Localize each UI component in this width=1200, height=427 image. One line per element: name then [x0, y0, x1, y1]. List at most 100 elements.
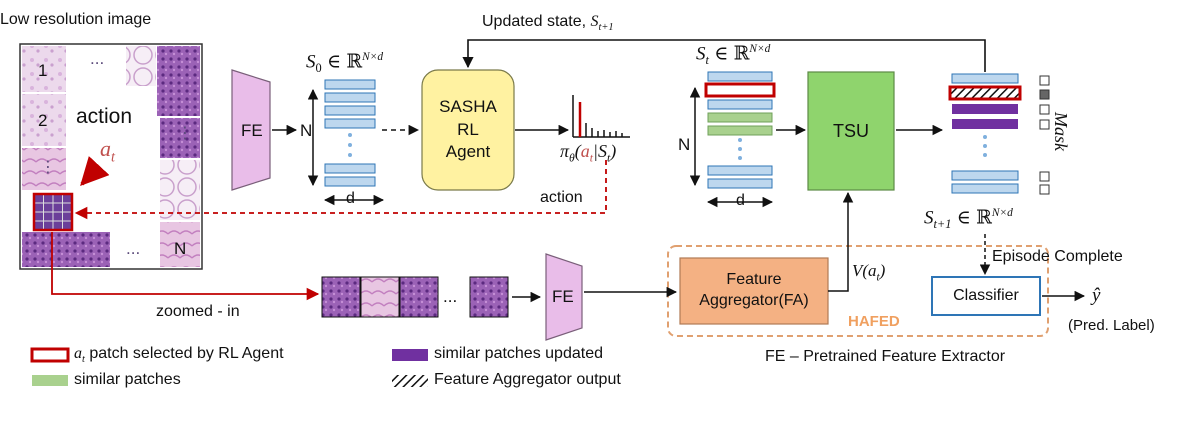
action-arrow-label: action	[540, 189, 583, 206]
st-ellipsis-dot	[738, 138, 742, 142]
classifier-box	[931, 276, 1041, 316]
tissue-tile-bottom-right	[160, 222, 200, 267]
tile-vdots-right: ⋮	[177, 125, 193, 142]
at-label: at	[100, 136, 115, 166]
at-pointer-arrow	[80, 156, 110, 187]
policy-label: πθ(at|St)	[560, 141, 617, 165]
st1-patch	[951, 73, 1019, 84]
st1-label: St+1 ∈ ℝN×d	[924, 207, 1013, 232]
feature-aggregator-box	[679, 257, 829, 325]
zoom-patch	[360, 276, 400, 318]
s0-patch	[324, 105, 376, 116]
s0-label: S0 ∈ ℝN×d	[306, 51, 384, 76]
legend-text-updated: similar patches updated	[434, 345, 603, 362]
n-label-left: N	[300, 121, 313, 140]
fe-label-1: FE	[241, 121, 263, 140]
tissue-tile-right-mid-b	[160, 160, 200, 220]
s0-ellipsis-dot	[348, 153, 352, 157]
low-res-title: Low resolution image	[0, 11, 152, 28]
tile-vdots-left: ⋮	[40, 159, 56, 176]
legend-text-aggregated: Feature Aggregator output	[434, 371, 621, 388]
v-at-label: V(at)	[852, 261, 886, 284]
s0-patch	[324, 118, 376, 129]
st1-updated-patch	[952, 119, 1018, 129]
fe-trapezoid-1	[231, 69, 271, 191]
legend-text-similar: similar patches	[74, 371, 181, 388]
n-label-right: N	[678, 135, 691, 154]
updated-state-arrow	[462, 39, 986, 72]
st-ellipsis-dot	[738, 147, 742, 151]
legend-icon-red-outline	[30, 347, 70, 363]
d-label-left: d	[346, 190, 355, 207]
legend-icon-hatched	[392, 375, 428, 387]
zoom-dots: ...	[443, 287, 458, 306]
tile-label-1: 1	[38, 61, 48, 80]
legend-icon-green	[32, 375, 68, 386]
st1-ellipsis-dot	[983, 135, 987, 139]
st-ellipsis-dot	[738, 156, 742, 160]
s0-patch	[324, 163, 376, 174]
mask-cell-active	[1039, 89, 1050, 100]
st-patch	[707, 71, 773, 82]
hafed-region	[667, 245, 1049, 337]
episode-complete-label: Episode Complete	[992, 248, 1123, 265]
tissue-tile-top-right-a	[126, 46, 156, 86]
d-label-right: d	[736, 192, 745, 209]
legend-text-selected: at patch selected by RL Agent	[74, 345, 284, 366]
s0-patch	[324, 92, 376, 103]
tile-label-2: 2	[38, 111, 48, 130]
st-patch	[707, 178, 773, 189]
tile-dots-top: ...	[90, 49, 105, 68]
s0-ellipsis-dot	[348, 143, 352, 147]
y-hat-label: ŷ	[1092, 285, 1101, 306]
mask-cell	[1039, 104, 1050, 115]
zoom-patch	[399, 276, 439, 318]
tissue-tile-top-right-b	[157, 46, 200, 116]
classifier-label: Classifier	[953, 287, 1019, 304]
st-similar-patch	[707, 125, 773, 136]
policy-histogram	[572, 95, 630, 138]
legend-icon-purple	[392, 349, 428, 361]
st-label: St ∈ ℝN×d	[696, 43, 771, 68]
action-on-image-label: action	[76, 105, 133, 128]
zoom-patch	[469, 276, 509, 318]
tsu-label: TSU	[833, 120, 869, 141]
s0-ellipsis-dot	[348, 133, 352, 137]
mask-label: Mask	[1051, 112, 1071, 151]
mask-cell	[1039, 184, 1050, 195]
tissue-tile-1	[22, 46, 66, 92]
st1-patch	[951, 170, 1019, 181]
st1-patch	[951, 183, 1019, 194]
selected-patch-grid	[32, 192, 74, 232]
tsu-box	[807, 71, 895, 191]
mask-cell	[1039, 75, 1050, 86]
st1-ellipsis-dot	[983, 144, 987, 148]
mask-cell	[1039, 171, 1050, 182]
st-similar-patch	[707, 112, 773, 123]
fa-to-tsu-arrow	[828, 191, 854, 292]
action-feedback-arrow	[74, 160, 607, 220]
tile-dots-bottom: ...	[126, 239, 141, 258]
st1-aggregated-patch	[948, 85, 1022, 101]
feature-aggregator-label: Feature Aggregator(FA)	[699, 271, 809, 309]
st-patch	[707, 99, 773, 110]
fe-caption: FE – Pretrained Feature Extractor	[765, 348, 1006, 365]
tissue-tile-bottom-left	[22, 232, 110, 267]
updated-state-label: Updated state, St+1	[482, 13, 614, 34]
zoom-in-arrow	[51, 232, 320, 301]
st-patch	[707, 165, 773, 176]
zoom-patch	[321, 276, 361, 318]
st-selected-patch	[704, 82, 776, 98]
s0-patch	[324, 176, 376, 187]
tissue-tile-right-mid-a	[160, 118, 200, 158]
tile-label-n: N	[174, 239, 187, 258]
fe-trapezoid-2	[545, 253, 583, 341]
st1-ellipsis-dot	[983, 153, 987, 157]
pred-label: (Pred. Label)	[1068, 317, 1155, 334]
st1-updated-patch	[952, 104, 1018, 114]
hafed-label: HAFED	[848, 313, 900, 330]
sasha-agent-box	[421, 69, 515, 191]
zoomed-in-label: zoomed - in	[156, 303, 240, 320]
tissue-tile-2	[22, 94, 66, 146]
